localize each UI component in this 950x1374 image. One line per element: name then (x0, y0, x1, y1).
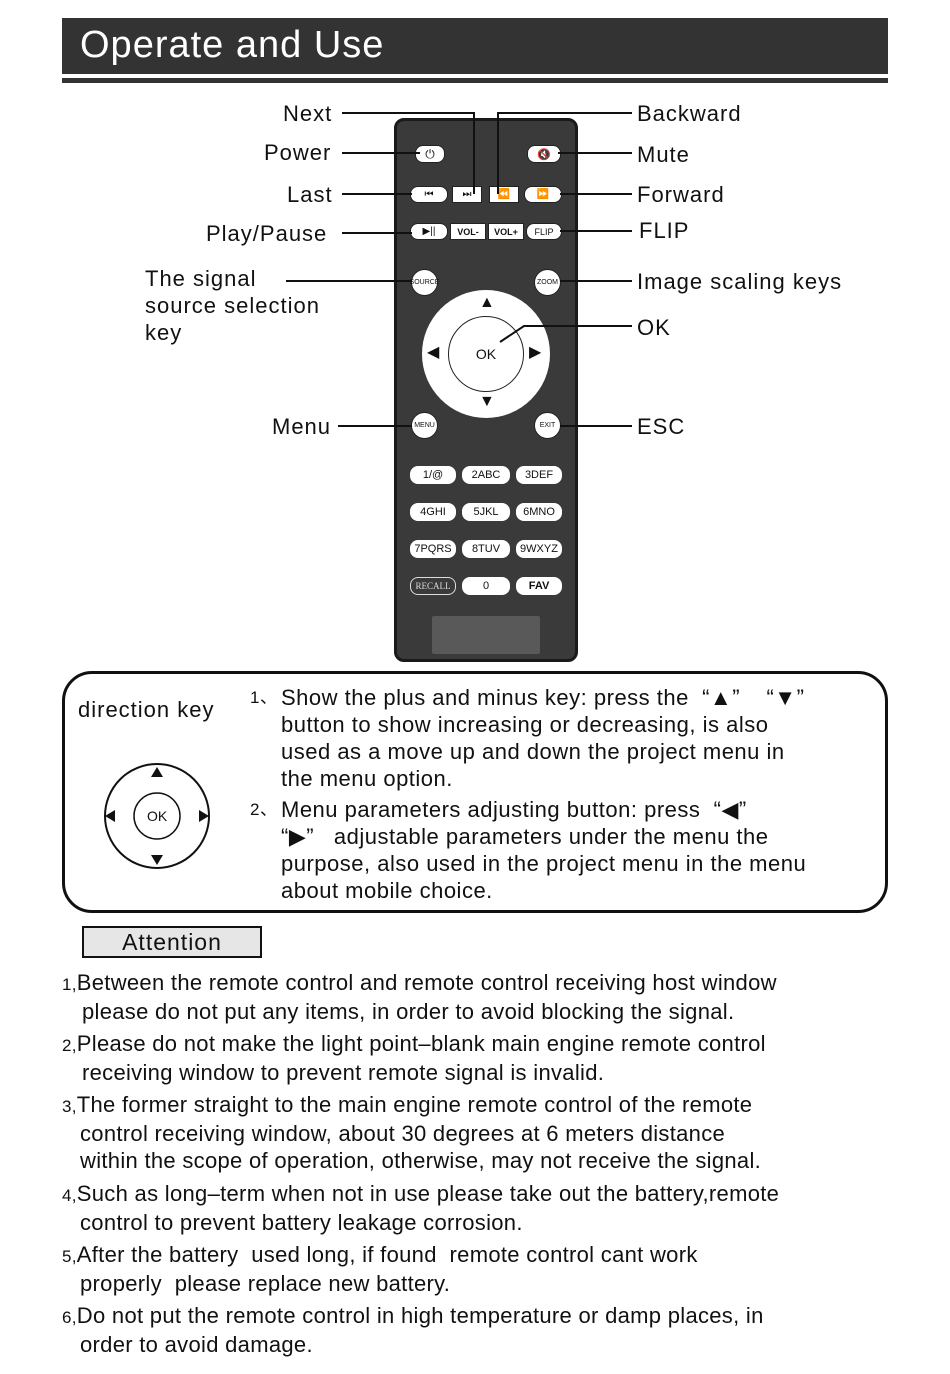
key-1: 1/@ (410, 466, 456, 484)
skip-forward-icon: ⏭ (462, 189, 472, 200)
label-last: Last (287, 182, 333, 207)
exit-button: EXIT (534, 412, 561, 439)
zoom-button: ZOOM (534, 269, 561, 296)
down-arrow-icon: ▼ (479, 393, 495, 410)
label-menu: Menu (272, 414, 332, 439)
direction-ok-label: OK (147, 808, 168, 824)
direction-item2-line1: Menu parameters adjusting button: press … (281, 797, 747, 822)
label-esc: ESC (637, 414, 686, 439)
direction-item2-line3: purpose, also used in the project menu i… (281, 851, 807, 876)
left-arrow-icon: ◀ (427, 344, 440, 361)
direction-item2-num: 2、 (250, 800, 278, 819)
key-8: 8TUV (462, 540, 510, 558)
direction-item1-line3: used as a move up and down the project m… (281, 739, 785, 764)
key-2: 2ABC (462, 466, 510, 484)
direction-item2-line4: about mobile choice. (281, 878, 493, 903)
attention-heading: Attention (82, 926, 262, 958)
ok-button: OK (448, 316, 524, 392)
label-image-scaling: Image scaling keys (637, 269, 843, 294)
callout-lines (286, 112, 632, 427)
page-title-bar: Operate and Use (62, 18, 888, 78)
direction-item1-line1: Show the plus and minus key: press the “… (281, 685, 805, 710)
label-backward: Backward (637, 101, 742, 126)
direction-key-panel (62, 671, 888, 913)
key-5: 5JKL (462, 503, 510, 521)
note-2: 2,Please do not make the light point–bla… (62, 1031, 766, 1085)
direction-item2-line2: “▶” adjustable parameters under the menu… (281, 824, 769, 849)
vol-minus-button: VOL- (450, 223, 486, 240)
skip-back-icon: ⏮ (424, 189, 434, 200)
note-3: 3,The former straight to the main engine… (62, 1092, 762, 1173)
label-flip: FLIP (639, 218, 690, 243)
right-arrow-icon: ▶ (529, 344, 542, 361)
label-power: Power (264, 140, 332, 165)
key-4: 4GHI (410, 503, 456, 521)
direction-item1-num: 1、 (250, 688, 278, 707)
label-signal-source-1: The signal (145, 266, 257, 291)
note-6: 6,Do not put the remote control in high … (62, 1303, 764, 1357)
rewind-icon: ⏪ (497, 189, 511, 200)
direction-key-title: direction key (78, 697, 215, 722)
label-signal-source-2: source selection (145, 293, 320, 318)
note-1: 1,Between the remote control and remote … (62, 970, 777, 1024)
power-icon: ⏻ (425, 146, 435, 161)
label-mute: Mute (637, 142, 690, 167)
key-fav: FAV (516, 577, 562, 595)
key-6: 6MNO (516, 503, 562, 521)
note-5: 5,After the battery used long, if found … (62, 1242, 698, 1296)
direction-key-diagram (104, 763, 210, 869)
key-0: 0 (462, 577, 510, 595)
ir-window (432, 616, 540, 654)
backward-button: ⏪ (489, 186, 519, 203)
label-ok: OK (637, 315, 671, 340)
key-3: 3DEF (516, 466, 562, 484)
fast-forward-icon: ⏩ (536, 189, 550, 200)
direction-item1-line4: the menu option. (281, 766, 453, 791)
label-play-pause: Play/Pause (206, 221, 328, 246)
key-7: 7PQRS (410, 540, 456, 558)
label-forward: Forward (637, 182, 725, 207)
label-next: Next (283, 101, 333, 126)
flip-button: FLIP (526, 223, 562, 240)
page-title: Operate and Use (80, 24, 385, 66)
up-arrow-icon: ▲ (479, 294, 495, 311)
label-signal-source-3: key (145, 320, 183, 345)
vol-plus-button: VOL+ (488, 223, 524, 240)
source-button: SOURCE (410, 269, 439, 296)
key-9: 9WXYZ (516, 540, 562, 558)
play-pause-button: ▶|| (410, 223, 448, 240)
key-recall: RECALL (410, 577, 456, 595)
direction-item1-line2: button to show increasing or decreasing,… (281, 712, 769, 737)
play-pause-icon: ▶|| (422, 226, 436, 237)
note-4: 4,Such as long–term when not in use plea… (62, 1181, 780, 1235)
mute-icon: 🔇 (537, 148, 551, 161)
